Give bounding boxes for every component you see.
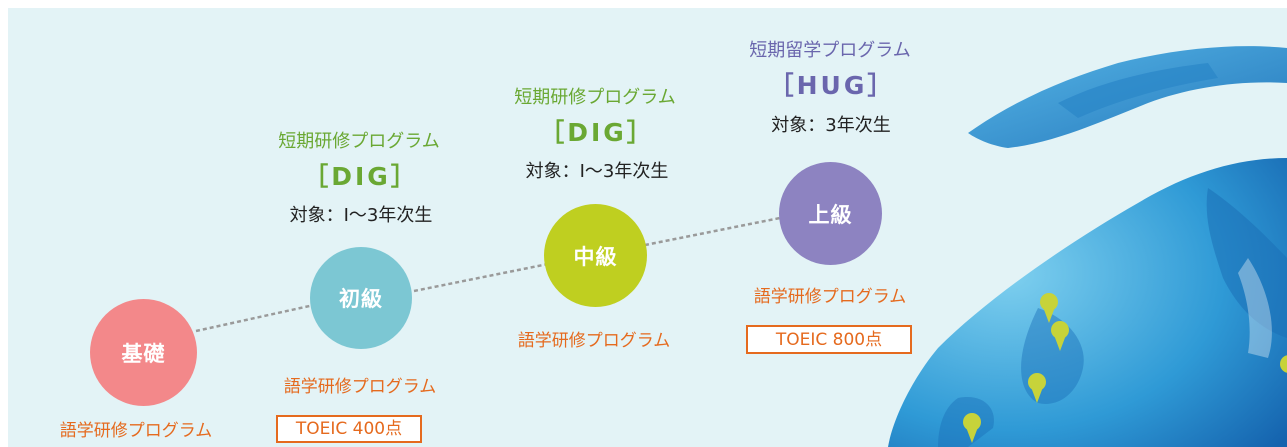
connector-line (195, 303, 315, 333)
level-beginner-course: 語学研修プログラム (283, 377, 437, 397)
level-advanced-circle: 上級 (779, 162, 882, 265)
level-advanced-score-box: TOEIC 800点 (746, 325, 912, 354)
level-intermediate-program-target: 対象：Ⅰ～3年次生 (525, 161, 669, 182)
level-advanced-program-code: ［HUG］ (768, 71, 896, 100)
level-basic-label: 基礎 (121, 341, 166, 366)
level-beginner-program-target: 対象：Ⅰ～3年次生 (289, 205, 433, 226)
level-intermediate-label: 中級 (573, 244, 618, 269)
level-connectors (195, 216, 781, 333)
level-intermediate-program-code: ［DIG］ (539, 118, 655, 147)
level-beginner-circle: 初級 (310, 247, 412, 349)
level-intermediate-course: 語学研修プログラム (517, 331, 671, 351)
map-pin-icon (1040, 293, 1058, 323)
level-basic-circle: 基礎 (90, 299, 197, 406)
level-advanced-program-target: 対象：3年次生 (771, 115, 891, 136)
globe-illustration (888, 46, 1287, 447)
level-basic-course: 語学研修プログラム (59, 421, 213, 441)
map-pin-icon (1028, 373, 1046, 403)
level-intermediate-circle: 中級 (544, 204, 647, 307)
level-advanced-course: 語学研修プログラム (753, 287, 907, 307)
level-beginner-program-code: ［DIG］ (303, 162, 419, 191)
connector-line (644, 216, 781, 247)
map-pin-icon (1051, 321, 1069, 351)
level-advanced-program-title: 短期留学プログラム (749, 40, 911, 61)
connector-line (413, 262, 549, 293)
diagram-panel: 基礎 語学研修プログラム 短期研修プログラム ［DIG］ 対象：Ⅰ～3年次生 初… (8, 8, 1287, 447)
level-advanced-label: 上級 (808, 202, 853, 227)
level-advanced-score: TOEIC 800点 (775, 330, 883, 350)
level-beginner-score-box: TOEIC 400点 (276, 415, 422, 443)
map-pin-icon (963, 413, 981, 443)
level-intermediate-program-title: 短期研修プログラム (514, 87, 676, 108)
level-beginner-program-title: 短期研修プログラム (278, 131, 440, 152)
level-beginner-score: TOEIC 400点 (295, 419, 403, 439)
map-pin-icon (1280, 355, 1287, 373)
level-beginner-label: 初級 (339, 287, 383, 311)
